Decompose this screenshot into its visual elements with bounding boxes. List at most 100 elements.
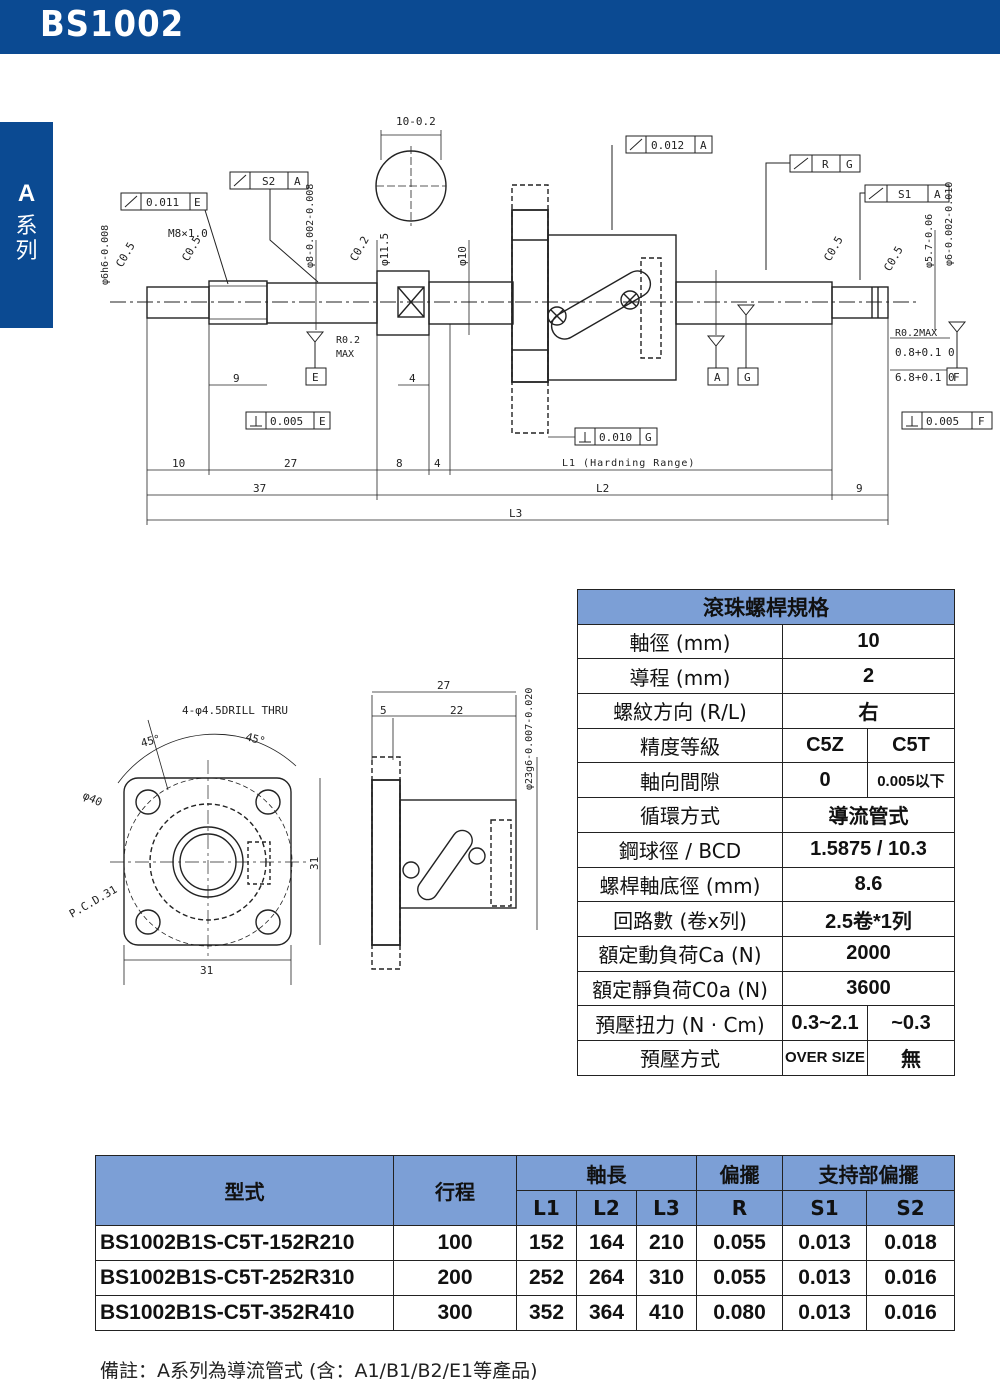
series-side-tab[interactable]: A 系 列	[0, 122, 53, 328]
spec-row: 循環方式 導流管式	[577, 797, 955, 833]
label-top-dim: 10-0.2	[396, 115, 436, 128]
spec-label: 預壓扭力 (N · Cm)	[577, 1005, 783, 1041]
cell-l3: 410	[636, 1295, 697, 1331]
spec-title: 滾珠螺桿規格	[577, 589, 955, 625]
dim-l1: L1 (Hardning Range)	[562, 458, 695, 469]
dim-27: 27	[284, 457, 297, 470]
spec-value: 2	[782, 658, 955, 695]
cell-s2: 0.018	[866, 1225, 955, 1261]
tol-s1: S1	[898, 188, 911, 201]
spec-value: 0.005以下	[867, 762, 955, 799]
spec-row: 回路數 (卷x列) 2.5卷*1列	[577, 901, 955, 937]
header-s2: S2	[866, 1190, 955, 1226]
spec-value: 無	[867, 1039, 955, 1076]
tol-r: R	[822, 158, 829, 171]
tol-perp-005-f-datum: F	[978, 415, 985, 428]
spec-row: 軸徑 (mm) 10	[577, 623, 955, 660]
cell-r: 0.055	[696, 1225, 783, 1261]
spec-value: 10	[782, 623, 955, 660]
flange-phi40: φ40	[81, 789, 105, 809]
cell-s2: 0.016	[866, 1295, 955, 1331]
label-max: MAX	[336, 349, 354, 360]
table-row: BS1002B1S-C5T-352R410 300 352 364 410 0.…	[95, 1295, 955, 1331]
flange-phi23: φ23g6-0.007-0.020	[524, 688, 535, 790]
spec-row: 額定動負荷Ca (N) 2000	[577, 935, 955, 972]
header-runout: 偏擺	[696, 1155, 783, 1191]
ball-screw-drawing: S2 A 0.011 E 0.012 A R G S1 A 0.005 E 0.…	[100, 115, 993, 525]
label-thread: M8×1.0	[168, 227, 208, 240]
dim-l3: L3	[509, 507, 522, 520]
spec-label: 螺桿軸底徑 (mm)	[577, 866, 783, 903]
tol-perp-010-g: 0.010	[599, 431, 632, 444]
cell-r: 0.055	[696, 1260, 783, 1296]
spec-row: 精度等級 C5Z C5T	[577, 727, 955, 764]
cell-r: 0.080	[696, 1295, 783, 1331]
dim-9r: 9	[856, 482, 863, 495]
cell-l3: 210	[636, 1225, 697, 1261]
tol-perp-005-e: 0.005	[270, 415, 303, 428]
spec-value: 2000	[782, 935, 955, 972]
spec-table: 滾珠螺桿規格 軸徑 (mm) 10 導程 (mm) 2 螺紋方向 (R/L) 右…	[577, 589, 955, 1076]
series-label: 系 列	[0, 214, 53, 264]
label-phi115: φ11.5	[378, 233, 391, 266]
spec-row: 鋼球徑 / BCD 1.5875 / 10.3	[577, 831, 955, 868]
dim-37: 37	[253, 482, 266, 495]
spec-row: 預壓方式 OVER SIZE 無	[577, 1039, 955, 1076]
flange-drawing: 4-φ4.5DRILL THRU 45° 45° φ40 P.C.D.31 31…	[67, 679, 538, 985]
cell-model: BS1002B1S-C5T-352R410	[95, 1295, 394, 1331]
spec-value: ~0.3	[867, 1005, 955, 1041]
tol-0011-datum: E	[194, 196, 201, 209]
dim-8: 8	[396, 457, 403, 470]
flange-27: 27	[437, 679, 450, 692]
spec-value: C5T	[867, 727, 955, 764]
header-r: R	[696, 1190, 783, 1226]
header-support: 支持部偏擺	[782, 1155, 955, 1191]
label-c05-c: C0.5	[821, 234, 846, 263]
datum-g: G	[744, 371, 751, 384]
spec-row: 螺紋方向 (R/L) 右	[577, 693, 955, 729]
cell-stroke: 200	[393, 1260, 517, 1296]
header-length: 軸長	[516, 1155, 697, 1191]
header-s1: S1	[782, 1190, 867, 1226]
cell-stroke: 100	[393, 1225, 517, 1261]
label-c05-d: C0.5	[881, 244, 906, 273]
model-title: BS1002	[40, 4, 185, 45]
header-l1: L1	[516, 1190, 577, 1226]
label-c05-a: C0.5	[113, 240, 138, 269]
datum-a: A	[714, 371, 721, 384]
flange-angle-1: 45°	[139, 732, 162, 750]
cell-l2: 264	[576, 1260, 637, 1296]
tol-s2-datum: A	[294, 175, 301, 188]
spec-value: 右	[782, 693, 955, 729]
spec-value: 1.5875 / 10.3	[782, 831, 955, 868]
flange-drill: 4-φ4.5DRILL THRU	[182, 704, 288, 717]
table-row: BS1002B1S-C5T-252R310 200 252 264 310 0.…	[95, 1260, 955, 1296]
spec-label: 軸徑 (mm)	[577, 623, 783, 660]
cell-model: BS1002B1S-C5T-252R310	[95, 1260, 394, 1296]
spec-value: 0.3~2.1	[782, 1005, 868, 1041]
flange-width: 31	[200, 964, 213, 977]
label-08: 0.8+0.1 0	[895, 346, 955, 359]
tol-0012: 0.012	[651, 139, 684, 152]
spec-value: 導流管式	[782, 797, 955, 833]
cell-l1: 152	[516, 1225, 577, 1261]
header-stroke: 行程	[393, 1155, 517, 1226]
spec-row: 螺桿軸底徑 (mm) 8.6	[577, 866, 955, 903]
spec-label: 鋼球徑 / BCD	[577, 831, 783, 868]
label-c02: C0.2	[347, 234, 372, 263]
spec-value: 3600	[782, 970, 955, 1007]
spec-label: 精度等級	[577, 727, 783, 764]
cell-model: BS1002B1S-C5T-152R210	[95, 1225, 394, 1261]
series-char-2: 列	[15, 239, 38, 264]
spec-value: 0	[782, 762, 868, 799]
flange-22: 22	[450, 704, 463, 717]
spec-row: 軸向間隙 0 0.005以下	[577, 762, 955, 799]
spec-row: 預壓扭力 (N · Cm) 0.3~2.1 ~0.3	[577, 1005, 955, 1041]
spec-value: OVER SIZE	[782, 1039, 868, 1076]
series-letter: A	[17, 180, 36, 207]
header-l2: L2	[576, 1190, 637, 1226]
tol-0011: 0.011	[146, 196, 179, 209]
spec-label: 軸向間隙	[577, 762, 783, 799]
dim-4: 4	[409, 372, 416, 385]
spec-value: 2.5卷*1列	[782, 901, 955, 937]
